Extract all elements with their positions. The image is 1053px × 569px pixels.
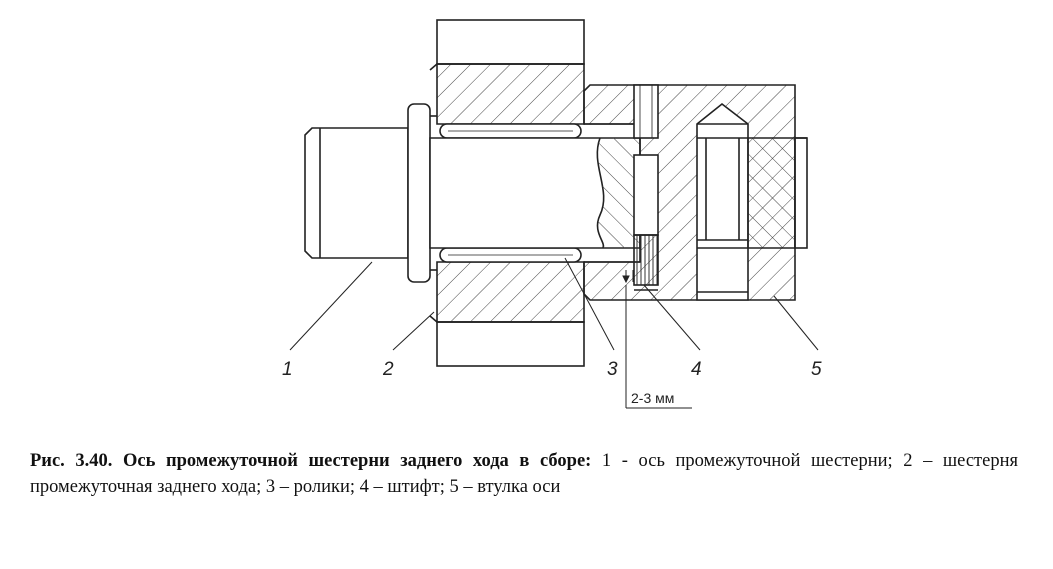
dimension-label: 2-3 мм	[631, 390, 674, 406]
figure-caption: Рис. 3.40. Ось промежуточной шестерни за…	[30, 448, 1018, 500]
callout-2: 2	[382, 359, 394, 380]
rollers	[439, 123, 582, 263]
leader-lines	[289, 257, 819, 351]
callout-4: 4	[691, 359, 702, 380]
axle-part	[304, 103, 641, 283]
callout-1: 1	[282, 359, 293, 380]
pin-part	[633, 84, 659, 291]
gap-dimension	[622, 270, 692, 409]
bushing-part	[583, 84, 808, 301]
gear-part	[429, 19, 585, 367]
caption-text: 1 - ось промежуточной шестерни; 2 – шест…	[30, 451, 1018, 497]
callout-3: 3	[607, 359, 618, 380]
caption-title: Рис. 3.40. Ось промежуточной шестерни за…	[30, 451, 592, 471]
callout-5: 5	[811, 359, 822, 380]
assembly-drawing: 1 2 3 4 5 2-3 мм	[282, 19, 822, 409]
